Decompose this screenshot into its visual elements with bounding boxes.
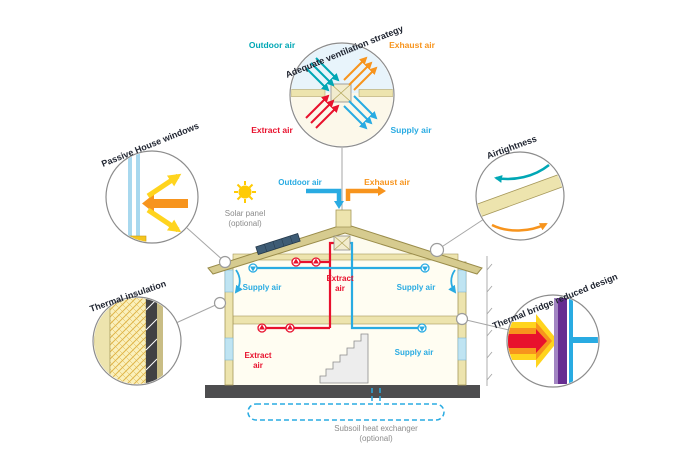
connector-thermal-bridge — [461, 318, 510, 331]
window-upper-left — [224, 269, 234, 293]
extract-valve — [257, 323, 267, 333]
subsoil-heat-exchanger — [247, 388, 445, 421]
extract-valve — [291, 257, 301, 267]
ground-slab — [205, 385, 480, 398]
outdoor-air-arrow — [306, 188, 344, 209]
callout-airtightness: Airtightness — [475, 134, 565, 241]
node-airtightness — [429, 242, 445, 258]
label-supply-upper-left: Supply air — [243, 283, 282, 292]
window-lower-right — [457, 337, 467, 361]
node-windows — [218, 255, 232, 269]
thermal-bridge-icon — [508, 298, 598, 384]
callout-insulation: Thermal insulation — [88, 278, 182, 386]
label-outdoor-air: Outdoor air — [278, 178, 322, 187]
label-extract-lower-line2: air — [253, 361, 263, 370]
mid-floor — [232, 315, 459, 325]
callout-thermal-bridge: Thermal bridge reduced design — [491, 271, 619, 388]
callout-circle-outline — [92, 296, 182, 386]
label-extract-lower-line1: Extract — [244, 351, 271, 360]
connector-windows — [186, 227, 226, 263]
supply-valve — [420, 263, 430, 273]
label-exhaust-air: Exhaust air — [364, 177, 411, 187]
node-insulation — [213, 296, 227, 310]
callout-circle-outline — [475, 151, 565, 241]
airflow-curl-left — [234, 269, 243, 294]
supply-duct — [253, 241, 425, 330]
solar-panel-label-line2: (optional) — [228, 219, 262, 228]
connection-nodes — [213, 242, 469, 326]
vent-label-outdoor: Outdoor air — [249, 40, 296, 50]
connector-insulation — [175, 302, 221, 324]
callout-ventilation: Outdoor air Exhaust air Extract air Supp… — [249, 23, 436, 148]
vent-stack — [335, 209, 352, 228]
extract-valve — [285, 323, 295, 333]
vent-label-supply: Supply air — [390, 125, 432, 135]
callout-circle-outline — [506, 294, 600, 388]
vent-label-extract: Extract air — [251, 125, 293, 135]
upper-ceiling — [232, 253, 459, 261]
supply-valve — [417, 323, 427, 333]
subsoil-label-line2: (optional) — [359, 434, 393, 443]
callout-windows: Passive House windows — [100, 121, 200, 244]
solar-panel-body — [255, 232, 301, 256]
label-extract-upper-line1: Extract — [326, 274, 353, 283]
extract-valve — [311, 257, 321, 267]
exhaust-air-arrow — [345, 186, 386, 201]
subsoil-loop — [247, 403, 445, 421]
exchanger-core-icon — [330, 83, 352, 103]
crossflow-arrows — [305, 56, 378, 130]
stairs — [319, 333, 369, 384]
label-supply-upper-right: Supply air — [397, 283, 436, 292]
callout-circle-outline — [105, 150, 199, 244]
label-supply-lower-right: Supply air — [395, 348, 434, 357]
node-thermal-bridge — [455, 312, 469, 326]
supply-valve — [248, 263, 258, 273]
airflow-curl-right — [448, 269, 457, 294]
sun-icon — [234, 181, 256, 203]
house-section: Subsoil heat exchanger (optional) — [205, 177, 493, 443]
subsoil-label-line1: Subsoil heat exchanger — [334, 424, 418, 433]
callout-circle-outline — [289, 42, 395, 148]
insulation-section-icon — [94, 298, 163, 384]
heat-exchanger-unit — [333, 235, 351, 251]
window-lower-left — [224, 337, 234, 361]
label-extract-upper-line2: air — [335, 284, 345, 293]
window-upper-right — [457, 269, 467, 293]
terrain-marker — [486, 256, 493, 386]
connector-airtightness — [436, 218, 485, 251]
solar-panel-label-line1: Solar panel — [225, 209, 266, 218]
airtight-layer-icon — [477, 164, 563, 232]
solar-panel — [255, 232, 301, 256]
vent-label-exhaust: Exhaust air — [389, 40, 436, 50]
